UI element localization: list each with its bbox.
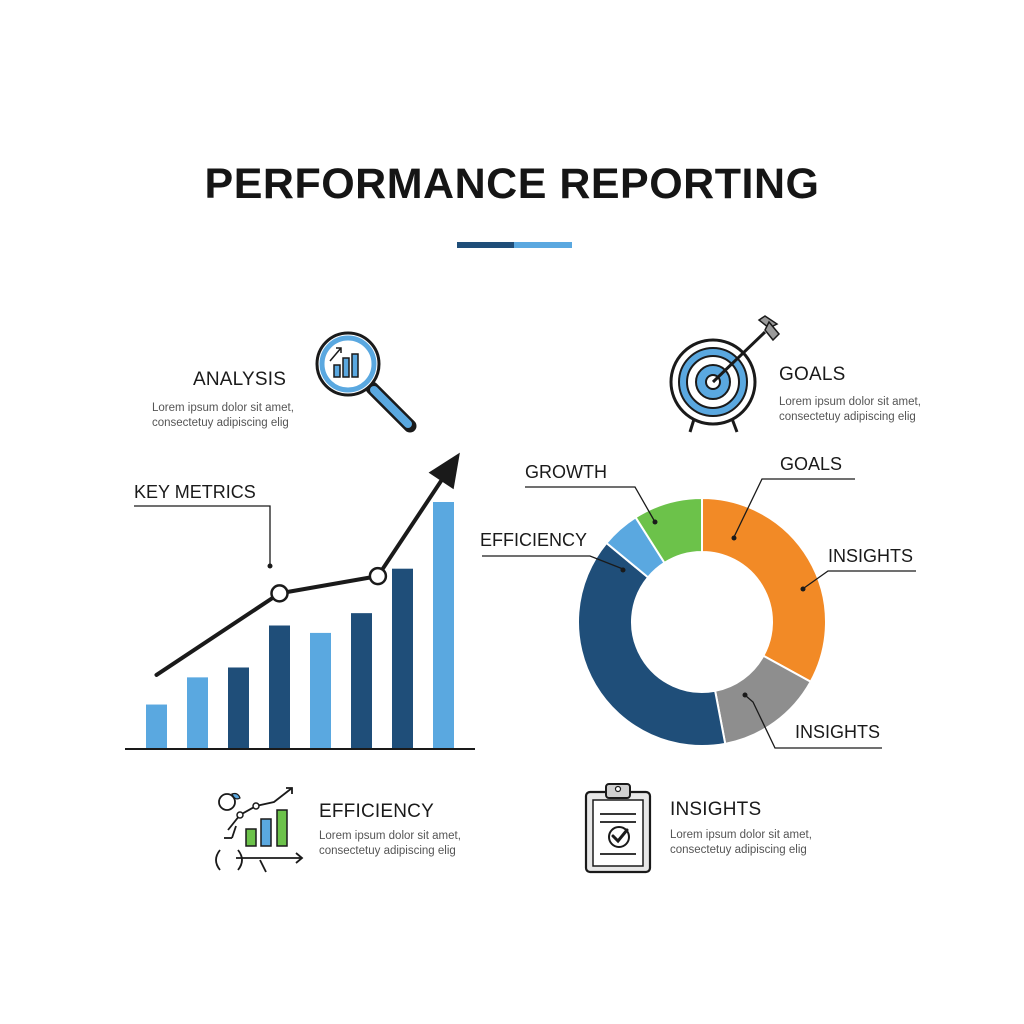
donut-label-insights-top: INSIGHTS [828,546,913,566]
insights-title: INSIGHTS [670,799,762,820]
target-arrow-icon [669,315,781,433]
analysis-desc-line1: Lorem ipsum dolor sit amet, [152,402,294,414]
bar-2 [187,677,208,749]
goals-dot [731,535,737,541]
donut-chart: GROWTH GOALS EFFICIENCY INSIGHTS INSIGHT… [480,454,916,749]
growth-dot [652,519,658,525]
trend-layer [154,452,460,677]
key-metrics-dot [267,563,273,569]
bar-7 [392,568,413,749]
efficiency-desc-line1: Lorem ipsum dolor sit amet, [319,830,461,842]
clipboard-check-icon [584,783,652,874]
growth-leader [525,486,656,523]
efficiency-dot [620,567,626,573]
chart-growth-icon [215,787,304,873]
insights-desc-line1: Lorem ipsum dolor sit amet, [670,829,812,841]
donut-label-efficiency: EFFICIENCY [480,530,587,550]
donut-label-growth: GROWTH [525,462,607,482]
page-title: PERFORMANCE REPORTING [204,160,820,208]
goals-title: GOALS [779,364,846,385]
donut-layer [577,496,827,747]
insights-bottom-dot [742,692,748,698]
analysis-title: ANALYSIS [193,369,287,390]
bar-1 [146,704,167,749]
key-metrics-label: KEY METRICS [134,482,256,502]
goals-desc-line2: consectetuy adipiscing elig [779,411,916,423]
donut-label-goals: GOALS [780,454,842,474]
title-divider-light [514,242,572,248]
efficiency-title: EFFICIENCY [319,801,434,822]
trend-arrowhead [428,452,460,490]
magnifier-chart-icon [315,331,417,433]
efficiency-leader [482,555,624,570]
bar-chart: KEY METRICS [125,452,475,750]
key-metrics-leader [134,505,271,564]
bar-5 [310,632,331,749]
analysis-desc-line2: consectetuy adipiscing elig [152,417,289,429]
goals-desc: Lorem ipsum dolor sit amet, consectetuy … [779,395,921,425]
bar-8 [433,502,454,749]
analysis-desc: Lorem ipsum dolor sit amet, consectetuy … [152,401,294,431]
efficiency-desc: Lorem ipsum dolor sit amet, consectetuy … [319,829,461,859]
efficiency-desc-line2: consectetuy adipiscing elig [319,845,456,857]
donut-slice-growth [634,496,703,565]
insights-desc: Lorem ipsum dolor sit amet, consectetuy … [670,828,812,858]
insights-top-dot [800,586,806,592]
trend-marker-2 [368,566,388,586]
donut-label-insights-bottom: INSIGHTS [795,722,880,742]
title-divider-dark [457,242,514,248]
goals-leader [733,478,855,538]
insights-bottom-leader [745,695,882,749]
trend-marker-1 [270,584,289,603]
donut-slice-goals [701,496,827,684]
trend-line [154,478,444,677]
insights-top-leader [803,570,916,589]
insights-desc-line2: consectetuy adipiscing elig [670,844,807,856]
goals-desc-line1: Lorem ipsum dolor sit amet, [779,396,921,408]
bar-3 [228,667,249,749]
bar-6 [351,613,372,749]
bars-layer [146,502,454,749]
bar-4 [269,625,290,749]
